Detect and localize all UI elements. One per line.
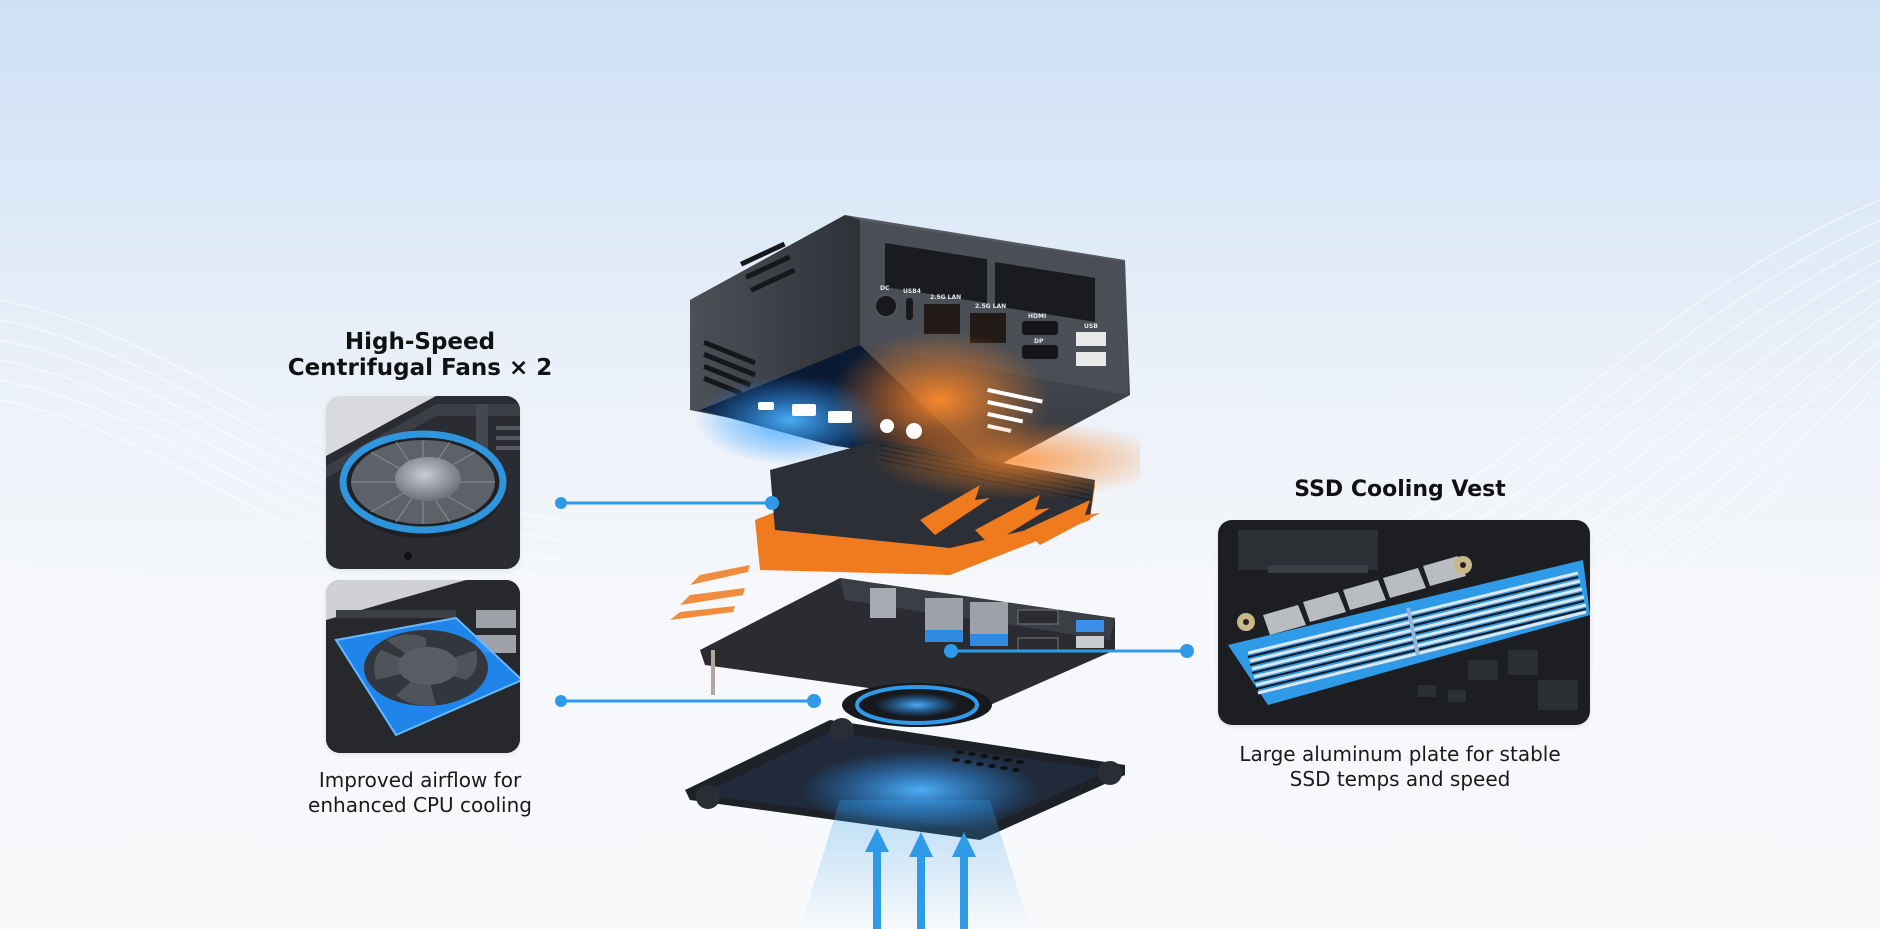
port-label-lan2: 2.5G LAN	[975, 303, 1006, 310]
port-label-dp: DP	[1034, 338, 1044, 345]
port-label-dc: DC	[880, 285, 890, 292]
ssd-caption-line2: SSD temps and speed	[1289, 767, 1511, 791]
ssd-caption: Large aluminum plate for stable SSD temp…	[1200, 742, 1600, 792]
port-label-usb: USB	[1084, 323, 1098, 330]
fans-caption-line1: Improved airflow for	[318, 768, 522, 792]
ssd-caption-line1: Large aluminum plate for stable	[1239, 742, 1561, 766]
axial-fan-image	[326, 580, 520, 753]
ssd-title: SSD Cooling Vest	[1294, 477, 1506, 502]
fans-caption-line2: enhanced CPU cooling	[308, 793, 532, 817]
port-label-usb4: USB4	[903, 288, 921, 295]
port-label-hdmi: HDMI	[1028, 313, 1046, 320]
fans-title-line1: High-Speed	[344, 329, 496, 355]
ssd-cooling-vest-image	[1218, 520, 1590, 725]
fans-title-line2: Centrifugal Fans × 2	[287, 354, 553, 381]
intake-airflow	[800, 800, 1030, 929]
chassis-top: DC USB4 2.5G LAN 2.5G LAN HDMI DP USB	[690, 215, 1130, 470]
fans-caption: Improved airflow for enhanced CPU coolin…	[270, 768, 570, 818]
motherboard	[700, 578, 1115, 727]
fans-title: High-Speed Centrifugal Fans × 2	[270, 329, 570, 382]
port-label-lan1: 2.5G LAN	[930, 294, 961, 301]
exploded-device-view: DC USB4 2.5G LAN 2.5G LAN HDMI DP USB	[670, 215, 1140, 929]
heatsink-assembly	[670, 420, 1140, 620]
centrifugal-fan-image	[326, 396, 520, 569]
